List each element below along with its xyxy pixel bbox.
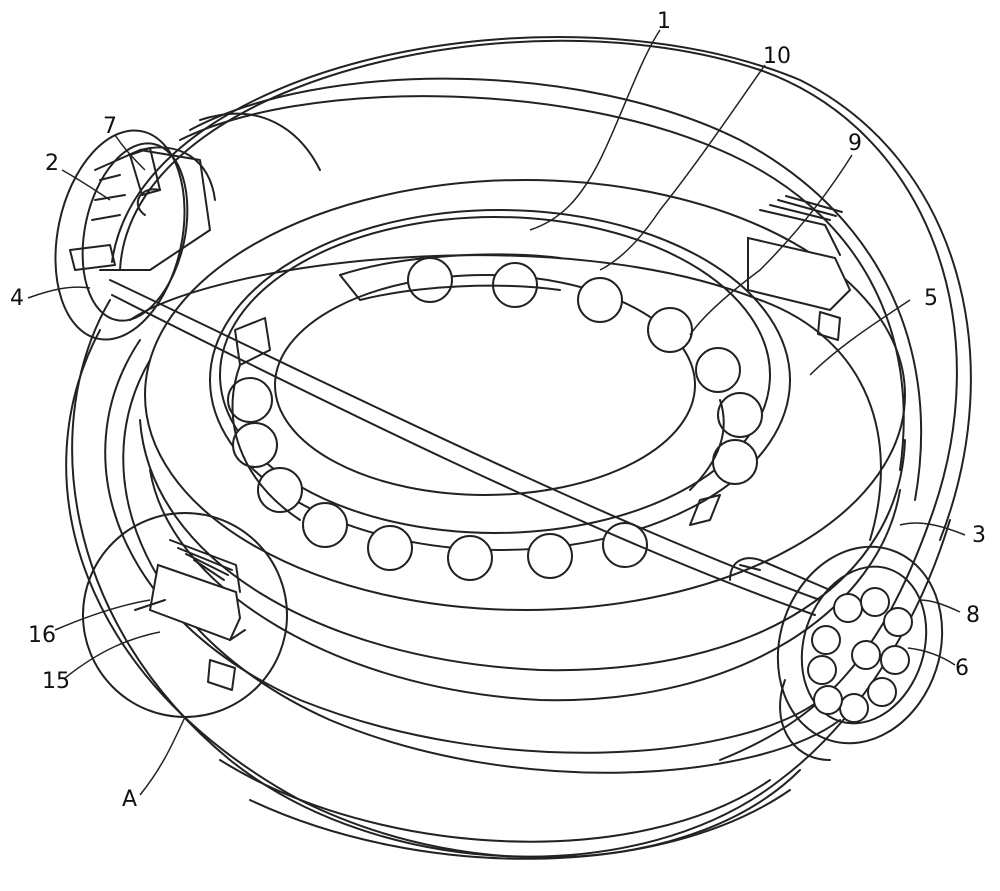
label-8: 8 bbox=[966, 603, 980, 628]
inner-cage bbox=[231, 253, 725, 526]
label-9: 9 bbox=[848, 131, 862, 156]
label-1: 1 bbox=[657, 9, 671, 34]
rolling-balls bbox=[227, 257, 763, 581]
bearing-ring bbox=[139, 179, 906, 702]
label-15: 15 bbox=[42, 669, 70, 694]
right-end-flange bbox=[776, 545, 944, 761]
leader-lines bbox=[27, 29, 966, 796]
left-end-flange bbox=[54, 129, 216, 341]
reference-labels: 1 10 9 7 2 4 5 3 8 6 16 15 A bbox=[10, 9, 986, 812]
label-5: 5 bbox=[924, 286, 938, 311]
label-A: A bbox=[122, 787, 137, 812]
label-4: 4 bbox=[10, 286, 24, 311]
label-16: 16 bbox=[28, 623, 56, 648]
axial-rod bbox=[109, 279, 831, 616]
label-10: 10 bbox=[763, 44, 791, 69]
label-3: 3 bbox=[972, 523, 986, 548]
label-7: 7 bbox=[103, 114, 117, 139]
label-2: 2 bbox=[45, 151, 59, 176]
outer-cage-ribs bbox=[65, 36, 972, 860]
lower-left-clip bbox=[134, 539, 246, 691]
label-6: 6 bbox=[955, 656, 969, 681]
